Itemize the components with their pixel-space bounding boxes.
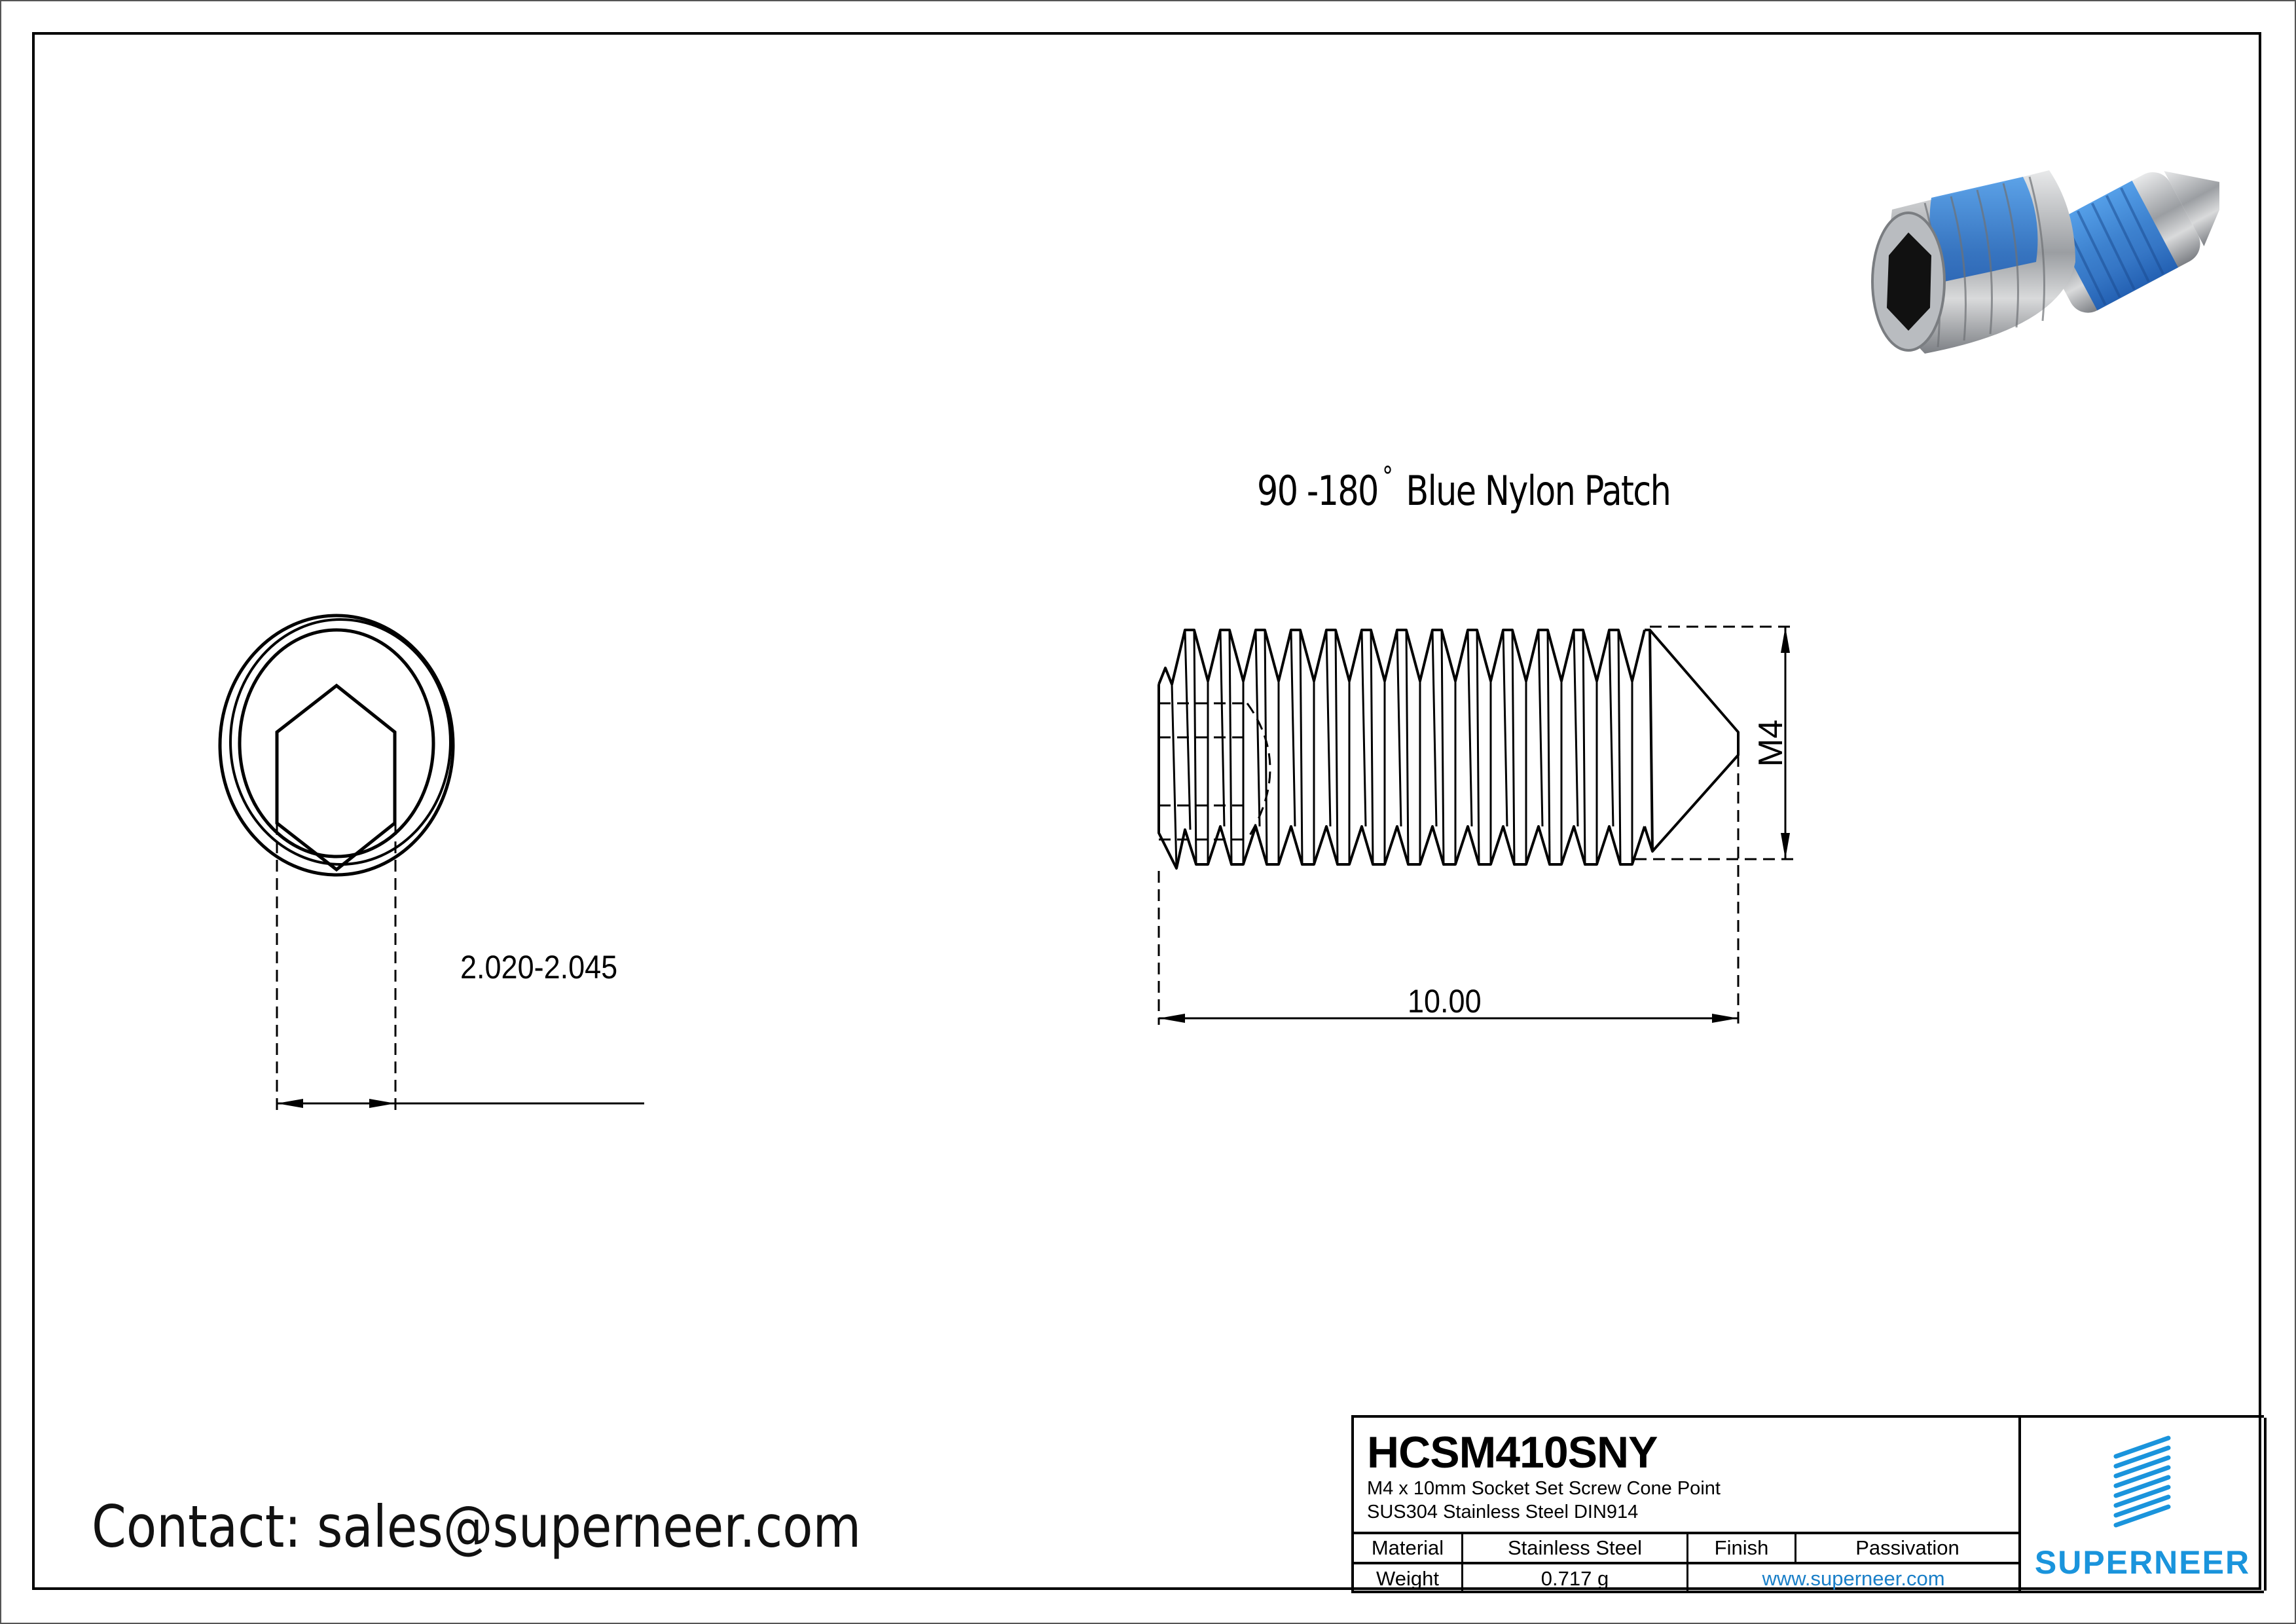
thread-dimension-text: M4 [1752,720,1790,767]
title-block-main: HCSM410SNY M4 x 10mm Socket Set Screw Co… [1354,1418,2018,1593]
weight-label: Weight [1354,1564,1463,1593]
title-block: HCSM410SNY M4 x 10mm Socket Set Screw Co… [1351,1415,2267,1593]
socket-width-dimension-text: 2.020-2.045 [460,949,618,986]
description-line-2: SUS304 Stainless Steel DIN914 [1367,1502,1639,1522]
degree-symbol: ° [1382,462,1393,492]
drawing-frame [32,32,2261,1590]
logo-text: SUPERNEER [2034,1544,2251,1581]
length-dimension-text: 10.00 [1408,983,1482,1020]
end-view-dimension [276,823,644,1113]
end-view [218,614,455,877]
part-number: HCSM410SNY [1367,1428,1658,1477]
weight-row: Weight 0.717 g www.superneer.com [1354,1564,2018,1593]
finish-value: Passivation [1855,1536,1959,1559]
material-value: Stainless Steel [1463,1534,1688,1562]
side-view [1157,629,1740,870]
brand-logo: SUPERNEER [2018,1418,2267,1591]
hex-socket [275,683,397,872]
length-dimension [1157,755,1740,1025]
nylon-patch-label: 90 -180° Blue Nylon Patch [1257,462,1671,515]
logo-stripes-icon [2113,1435,2171,1528]
product-photo [1871,170,2219,354]
finish-label: Finish [1688,1534,1796,1562]
patch-angle: 90 -180 [1257,467,1379,515]
contact-text: Contact: sales@superneer.com [92,1493,862,1560]
thread-dimension [1635,625,1794,860]
material-label: Material [1354,1534,1463,1562]
title-block-header: HCSM410SNY M4 x 10mm Socket Set Screw Co… [1354,1418,2018,1534]
description-line-1: M4 x 10mm Socket Set Screw Cone Point [1367,1478,1721,1499]
website-link[interactable]: www.superneer.com [1762,1567,1945,1590]
material-finish-row: Material Stainless Steel Finish Passivat… [1354,1534,2018,1564]
patch-text: Blue Nylon Patch [1406,467,1671,515]
weight-value: 0.717 g [1463,1564,1688,1593]
